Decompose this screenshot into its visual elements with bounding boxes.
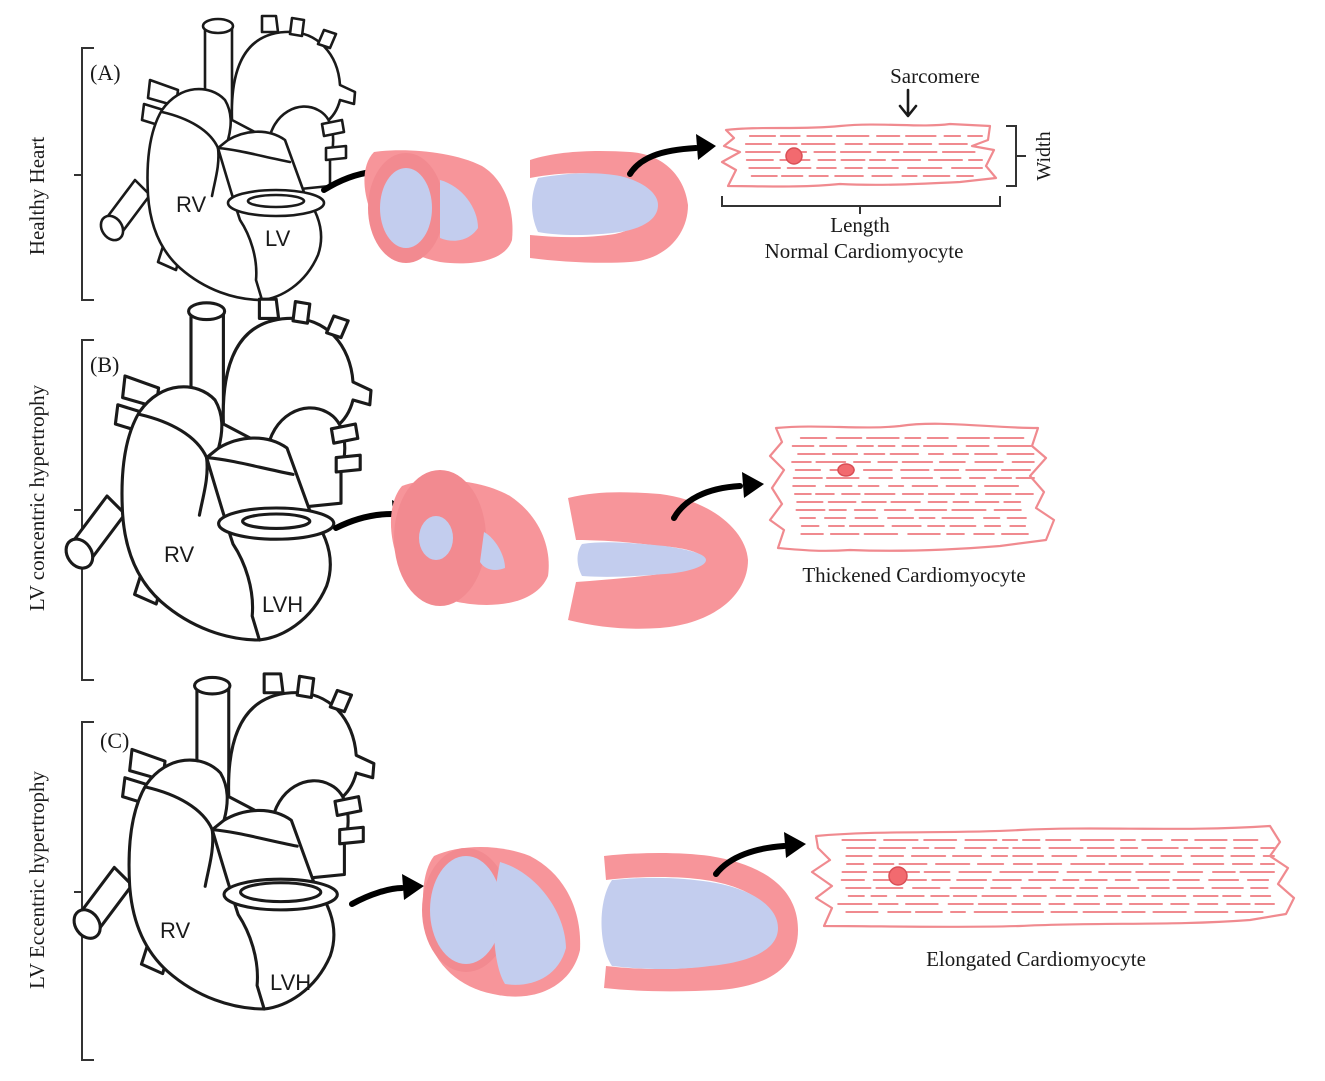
panel-c-arrow-2 xyxy=(713,843,787,877)
panel-c-side-label: LV Eccentric hypertrophy xyxy=(25,770,49,989)
panel-a-ring-section xyxy=(364,150,513,264)
panel-b: LV concentric hypertrophy (B) RV LVH xyxy=(25,297,1056,681)
length-label: Length xyxy=(830,213,890,237)
panel-a-lv-label: LV xyxy=(265,226,291,251)
panel-a-cell-caption: Normal Cardiomyocyte xyxy=(765,239,964,263)
panel-a-arrow-2 xyxy=(627,145,699,177)
panel-c-long-section xyxy=(601,853,798,992)
panel-b-arrow-1 xyxy=(333,511,395,531)
panel-c-nucleus xyxy=(888,866,908,886)
panel-a-side-label: Healthy Heart xyxy=(25,137,49,256)
panel-a-cardiomyocyte xyxy=(720,122,998,188)
panel-a-rv-label: RV xyxy=(176,192,206,217)
panel-a-nucleus xyxy=(785,147,803,165)
panel-a: Healthy Heart (A) RV LV xyxy=(25,14,1055,302)
length-bracket xyxy=(721,196,1001,214)
panel-c: LV Eccentric hypertrophy (C) RV LVH xyxy=(25,672,1296,1061)
panel-b-nucleus xyxy=(837,463,855,477)
panel-b-arrow-2 xyxy=(671,483,743,521)
panel-a-letter: (A) xyxy=(90,60,121,85)
panel-b-ring-section xyxy=(390,470,549,606)
panel-a-bracket xyxy=(74,47,94,301)
panel-b-side-label: LV concentric hypertrophy xyxy=(25,384,49,611)
panel-c-sarcomeres xyxy=(837,839,1275,913)
panel-c-bracket xyxy=(74,721,94,1061)
panel-c-cell-caption: Elongated Cardiomyocyte xyxy=(926,947,1146,971)
panel-b-long-section xyxy=(568,492,748,629)
panel-c-heart xyxy=(67,672,376,1011)
panel-b-heart xyxy=(59,297,373,642)
panel-b-letter: (B) xyxy=(90,352,119,377)
panel-b-bracket xyxy=(74,339,94,681)
panel-a-heart: RV LV xyxy=(95,14,357,302)
panel-c-ring-section xyxy=(422,847,581,997)
panel-c-rv-label: RV xyxy=(160,918,190,943)
width-bracket xyxy=(1006,125,1026,187)
panel-c-lv-label: LVH xyxy=(270,970,311,995)
panel-a-sarcomeres xyxy=(744,135,983,177)
sarcomere-label: Sarcomere xyxy=(890,64,980,88)
width-label: Width xyxy=(1033,131,1055,180)
panel-c-cardiomyocyte xyxy=(810,824,1296,928)
panel-b-cardiomyocyte xyxy=(768,422,1056,552)
panel-a-long-section xyxy=(530,150,688,263)
panel-b-sarcomeres xyxy=(791,437,1035,535)
panel-c-letter: (C) xyxy=(100,728,129,753)
panel-b-cell-caption: Thickened Cardiomyocyte xyxy=(802,563,1025,587)
panel-b-lv-label: LVH xyxy=(262,592,303,617)
sarcomere-arrow xyxy=(898,88,918,118)
panel-b-rv-label: RV xyxy=(164,542,194,567)
panel-c-arrow-1 xyxy=(349,885,405,907)
